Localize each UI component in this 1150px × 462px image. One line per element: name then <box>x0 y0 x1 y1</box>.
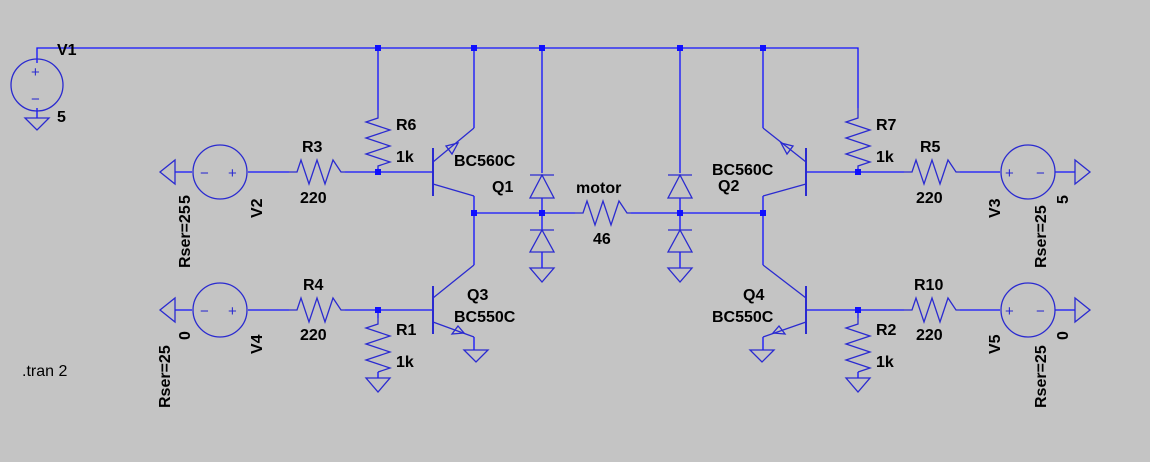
diode-d4[interactable] <box>666 228 694 253</box>
v5-rser: Rser=25 <box>1033 345 1050 408</box>
minus-sign: − <box>1036 303 1045 320</box>
resistor-r1[interactable]: R1 1k <box>363 318 417 373</box>
q1-name: Q1 <box>492 179 513 196</box>
ground-icon <box>1074 296 1092 324</box>
resistor-r6[interactable]: R6 1k <box>363 110 417 168</box>
diode-d3[interactable] <box>666 173 694 199</box>
v3-rser: Rser=25 <box>1033 205 1050 268</box>
r2-value: 1k <box>876 354 894 371</box>
plus-sign: + <box>228 165 237 182</box>
v2-rser: Rser=25 <box>177 205 194 268</box>
transistor-q4[interactable]: Q4 BC550C <box>712 264 807 338</box>
resistor-r4[interactable]: R4 220 <box>289 277 345 344</box>
v1-value: 5 <box>57 109 66 126</box>
ground-icon <box>158 296 176 324</box>
q2-model: BC560C <box>712 162 774 179</box>
v3-name: V3 <box>987 198 1004 218</box>
resistor-r5[interactable]: R5 220 <box>904 139 960 207</box>
motor-name: motor <box>576 180 621 197</box>
ground-icon <box>748 349 776 363</box>
plus-sign: + <box>228 303 237 320</box>
ground-symbols <box>158 158 1092 393</box>
ground-icon <box>844 377 872 393</box>
r3-name: R3 <box>302 139 323 156</box>
transistor-q2[interactable]: BC560C Q2 <box>712 127 807 197</box>
r1-value: 1k <box>396 354 414 371</box>
v5-value: 0 <box>1055 331 1072 340</box>
plus-sign: + <box>31 64 40 81</box>
v4-rser: Rser=25 <box>157 345 174 408</box>
ground-icon <box>462 349 490 363</box>
r4-name: R4 <box>303 277 324 294</box>
q1-model: BC560C <box>454 153 516 170</box>
resistor-motor[interactable]: motor 46 <box>575 180 631 248</box>
r7-name: R7 <box>876 117 897 134</box>
r10-name: R10 <box>914 277 943 294</box>
ground-icon <box>158 158 176 186</box>
r10-value: 220 <box>916 327 943 344</box>
diode-d1[interactable] <box>528 173 556 199</box>
diode-d2[interactable] <box>528 228 556 253</box>
r5-name: R5 <box>920 139 941 156</box>
v4-name: V4 <box>249 334 266 354</box>
minus-sign: − <box>31 91 40 108</box>
resistor-r2[interactable]: R2 1k <box>843 318 897 373</box>
transistor-q3[interactable]: Q3 BC550C <box>432 264 516 338</box>
plus-sign: + <box>1005 303 1014 320</box>
source-v2[interactable]: + − 5 Rser=25 V2 <box>177 144 266 268</box>
v1-name: V1 <box>57 42 77 59</box>
resistor-r3[interactable]: R3 220 <box>289 139 345 207</box>
r1-name: R1 <box>396 322 417 339</box>
minus-sign: − <box>200 303 209 320</box>
source-v1[interactable]: + − V1 5 <box>10 42 77 131</box>
junctions <box>375 45 861 313</box>
minus-sign: − <box>1036 165 1045 182</box>
resistor-r7[interactable]: R7 1k <box>843 108 897 168</box>
v2-value: 5 <box>177 195 194 204</box>
r3-value: 220 <box>300 190 327 207</box>
q3-model: BC550C <box>454 309 516 326</box>
transistor-q1[interactable]: BC560C Q1 <box>432 127 516 197</box>
source-v3[interactable]: + − V3 5 Rser=25 <box>987 144 1072 268</box>
ground-icon <box>364 377 392 393</box>
ground-icon <box>1074 158 1092 186</box>
r6-name: R6 <box>396 117 417 134</box>
v3-value: 5 <box>1055 195 1072 204</box>
r5-value: 220 <box>916 190 943 207</box>
ground-icon <box>666 267 694 283</box>
plus-sign: + <box>1005 165 1014 182</box>
r6-value: 1k <box>396 149 414 166</box>
source-v5[interactable]: + − V5 0 Rser=25 <box>987 282 1072 408</box>
r7-value: 1k <box>876 149 894 166</box>
v5-name: V5 <box>987 334 1004 354</box>
minus-sign: − <box>200 165 209 182</box>
v4-value: 0 <box>177 331 194 340</box>
r4-value: 220 <box>300 327 327 344</box>
r2-name: R2 <box>876 322 897 339</box>
q3-name: Q3 <box>467 287 488 304</box>
q4-name: Q4 <box>743 287 764 304</box>
source-v4[interactable]: + − 0 Rser=25 V4 <box>157 282 266 408</box>
q2-name: Q2 <box>718 178 739 195</box>
motor-value: 46 <box>593 231 611 248</box>
sim-directive[interactable]: .tran 2 <box>22 363 67 380</box>
q4-model: BC550C <box>712 309 774 326</box>
v2-name: V2 <box>249 198 266 218</box>
resistor-r10[interactable]: R10 220 <box>904 277 960 344</box>
ground-icon <box>528 267 556 283</box>
